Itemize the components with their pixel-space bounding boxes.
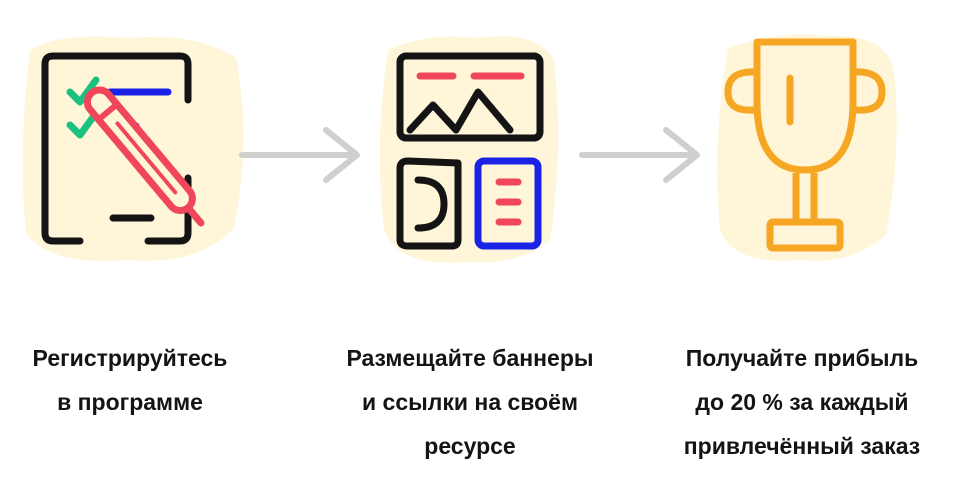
caption-line: и ссылки на своём	[362, 389, 578, 415]
caption-line: до 20 % за каждый	[695, 389, 909, 415]
step-place-banners: Размещайте баннеры и ссылки на своём рес…	[300, 0, 640, 500]
caption-line: Регистрируйтесь	[32, 345, 228, 371]
arrow-right-icon	[238, 125, 363, 185]
step-register-caption: Регистрируйтесь в программе	[0, 336, 260, 424]
caption-line: в программе	[57, 389, 203, 415]
caption-line: привлечённый заказ	[683, 433, 921, 459]
step-place-banners-caption: Размещайте баннеры и ссылки на своём рес…	[300, 336, 640, 468]
step-earn-profit-caption: Получайте прибыль до 20 % за каждый прив…	[650, 336, 954, 468]
checklist-pencil-icon	[18, 28, 248, 268]
step-earn-profit: Получайте прибыль до 20 % за каждый прив…	[650, 0, 954, 500]
layout-banner-icon	[378, 30, 559, 270]
caption-line: ресурсе	[424, 433, 516, 459]
caption-line: Получайте прибыль	[685, 345, 919, 371]
caption-line: Размещайте баннеры	[346, 345, 594, 371]
trophy-icon	[710, 30, 900, 270]
arrow-right-icon	[578, 125, 703, 185]
step-register: Регистрируйтесь в программе	[0, 0, 260, 500]
